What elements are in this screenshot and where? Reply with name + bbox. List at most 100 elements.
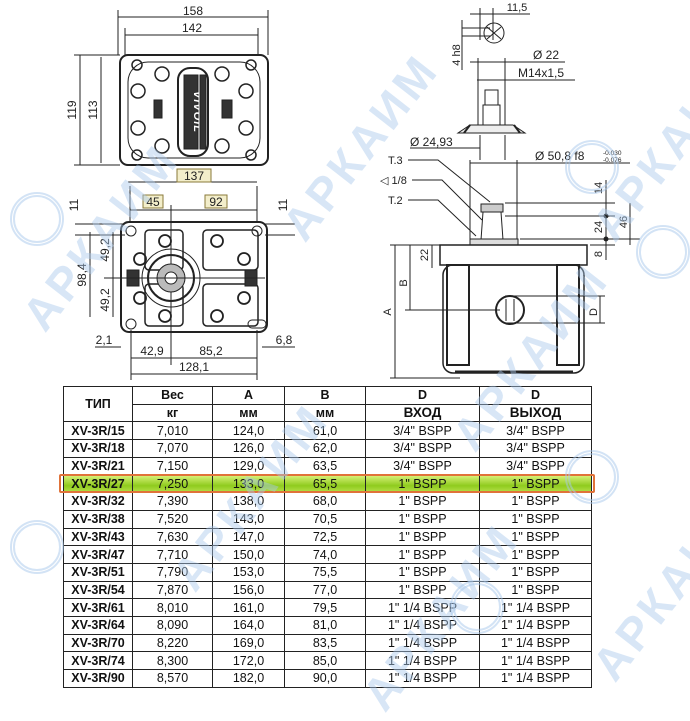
label-t2: T.2 [388, 195, 403, 207]
dim-46: 46 [618, 216, 630, 228]
cell-weight: 8,220 [132, 633, 213, 653]
cell-b: 72,5 [284, 527, 366, 547]
label-t3: T.3 [388, 155, 403, 167]
cell-d-inlet: 1" 1/4 BSPP [365, 615, 480, 635]
dim-d: D [588, 308, 600, 316]
cell-d-inlet: 1" BSPP [365, 527, 480, 547]
cell-type: XV-3R/32 [63, 492, 133, 511]
cell-a: 164,0 [212, 615, 285, 635]
unit-a: мм [212, 403, 285, 423]
cell-d-outlet: 3/4" BSPP [479, 456, 592, 476]
cell-d-inlet: 1" 1/4 BSPP [365, 669, 480, 688]
cell-weight: 7,010 [132, 421, 213, 441]
cell-a: 126,0 [212, 439, 285, 458]
cell-b: 61,0 [284, 421, 366, 441]
cell-type: XV-3R/74 [63, 651, 133, 670]
cell-b: 90,0 [284, 669, 366, 688]
cell-a: 138,0 [212, 492, 285, 511]
cell-a: 124,0 [212, 421, 285, 441]
specs-table: ТИП Вес A B D D кг мм мм ВХОД ВЫХОД XV-3… [63, 385, 592, 688]
cell-weight: 7,710 [132, 545, 213, 564]
cell-b: 77,0 [284, 580, 366, 600]
dim-119: 119 [65, 100, 79, 119]
cell-weight: 7,150 [132, 456, 213, 476]
tol-lower: -0.076 [603, 157, 622, 164]
cell-type: XV-3R/61 [63, 598, 133, 617]
dim-2-1: 2,1 [96, 333, 113, 347]
header-a: A [212, 386, 285, 405]
tol-upper: -0.030 [603, 150, 622, 157]
unit-weight: кг [132, 403, 213, 423]
header-d-out: D [479, 386, 592, 405]
side-view: 11,5 4 h8 Ø 22 M14x1,5 Ø 24,93 Ø 50,8 f8… [380, 2, 640, 379]
cell-d-outlet: 1" 1/4 BSPP [479, 669, 592, 688]
cell-a: 172,0 [212, 651, 285, 670]
technical-drawing: 158 142 119 113 VIVOIL 137 45 92 11 11 [65, 2, 640, 380]
dim-113: 113 [86, 100, 100, 119]
cell-d-inlet: 1" BSPP [365, 545, 480, 564]
dim-6-8: 6,8 [276, 333, 293, 347]
cell-a: 133,0 [212, 474, 285, 494]
cell-d-outlet: 1" 1/4 BSPP [479, 615, 592, 635]
cell-b: 83,5 [284, 633, 366, 653]
cell-a: 182,0 [212, 669, 285, 688]
dim-158: 158 [183, 4, 203, 18]
cell-type: XV-3R/21 [63, 456, 133, 476]
cell-d-outlet: 1" BSPP [479, 580, 592, 600]
header-d-in: D [365, 386, 480, 405]
dim-142: 142 [182, 21, 202, 35]
dim-11-left: 11 [67, 198, 81, 211]
cell-d-outlet: 3/4" BSPP [479, 439, 592, 458]
cell-d-outlet: 1" 1/4 BSPP [479, 651, 592, 670]
cell-type: XV-3R/47 [63, 545, 133, 564]
cell-b: 70,5 [284, 509, 366, 529]
cell-weight: 8,010 [132, 598, 213, 617]
cell-type: XV-3R/38 [63, 509, 133, 529]
dim-11-right: 11 [276, 198, 290, 211]
dim-137: 137 [184, 169, 204, 183]
cell-weight: 8,090 [132, 615, 213, 635]
cell-d-outlet: 1" BSPP [479, 562, 592, 582]
cell-b: 75,5 [284, 562, 366, 582]
dim-8: 8 [593, 251, 605, 257]
header-type: ТИП [63, 385, 133, 423]
dim-shaft-seat: Ø 24,93 [410, 135, 453, 149]
front-view: 158 142 119 113 VIVOIL 137 [65, 4, 269, 183]
cell-type: XV-3R/43 [63, 527, 133, 547]
cell-b: 65,5 [284, 474, 366, 494]
cell-type: XV-3R/54 [63, 580, 133, 600]
cell-b: 74,0 [284, 545, 366, 564]
dim-128-1: 128,1 [179, 360, 209, 374]
cell-d-outlet: 1" BSPP [479, 545, 592, 564]
label-taper: ◁ 1/8 [380, 175, 407, 187]
cell-d-outlet: 1" BSPP [479, 474, 592, 494]
cell-weight: 7,520 [132, 509, 213, 529]
label-inlet: ВХОД [365, 403, 480, 423]
dim-42-9: 42,9 [140, 344, 164, 358]
dim-24: 24 [593, 221, 605, 233]
watermark-logo-icon [10, 520, 64, 574]
cell-b: 85,0 [284, 651, 366, 670]
cell-d-outlet: 1" 1/4 BSPP [479, 633, 592, 653]
cell-weight: 7,070 [132, 439, 213, 458]
cell-d-inlet: 3/4" BSPP [365, 439, 480, 458]
label-outlet: ВЫХОД [479, 403, 592, 423]
cell-d-inlet: 1" BSPP [365, 580, 480, 600]
cell-type: XV-3R/15 [63, 421, 133, 441]
cell-b: 63,5 [284, 456, 366, 476]
cell-b: 68,0 [284, 492, 366, 511]
header-b: B [284, 386, 366, 405]
cell-weight: 7,870 [132, 580, 213, 600]
dim-shaft-diameter: Ø 22 [533, 48, 559, 62]
cell-a: 161,0 [212, 598, 285, 617]
